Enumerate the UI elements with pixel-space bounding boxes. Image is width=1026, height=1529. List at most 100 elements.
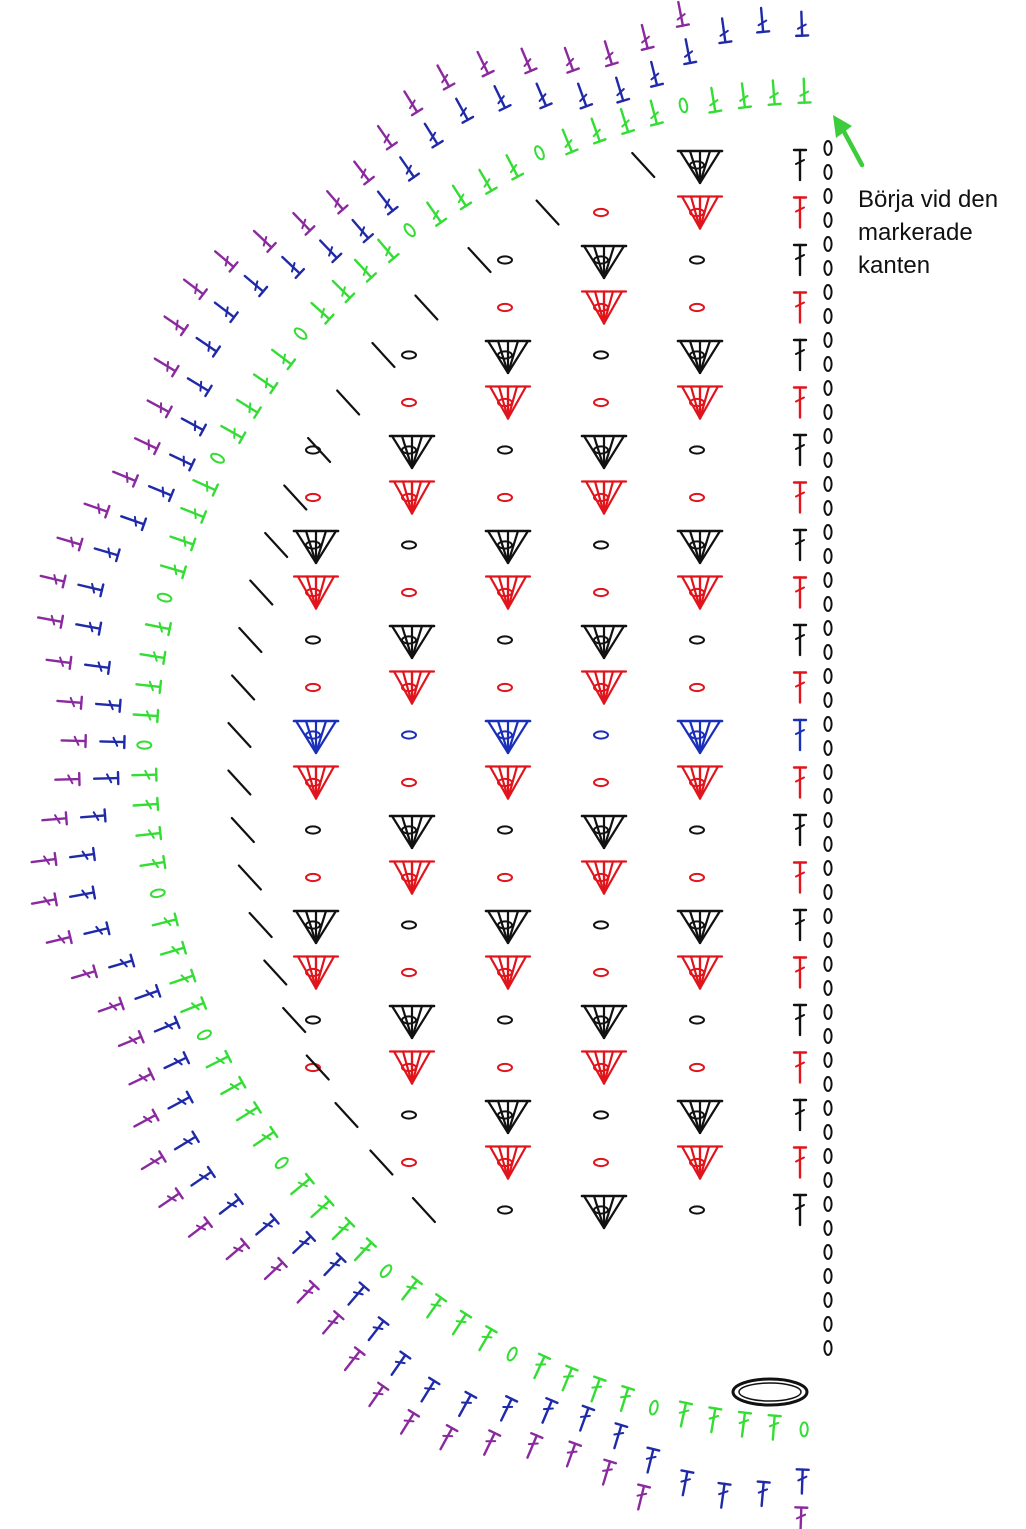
chain-stitch xyxy=(594,1016,608,1023)
fan-cluster xyxy=(294,767,338,799)
start-markers xyxy=(733,115,862,1405)
treble-stitch xyxy=(153,1017,180,1037)
treble-stitch xyxy=(794,1148,806,1178)
treble-stitch xyxy=(420,121,443,148)
treble-stitch xyxy=(319,1311,344,1337)
chain-stitch xyxy=(150,888,165,898)
chain-stitch xyxy=(824,837,831,851)
fan-cluster xyxy=(678,197,722,229)
treble-stitch xyxy=(794,530,806,560)
treble-stitch xyxy=(645,99,663,125)
pattern-row xyxy=(265,530,806,563)
treble-stitch xyxy=(179,997,206,1017)
chain-stitch xyxy=(690,684,704,691)
treble-stitch xyxy=(794,768,806,798)
treble-stitch xyxy=(83,498,110,517)
treble-stitch xyxy=(451,96,473,123)
treble-stitch xyxy=(496,1396,517,1423)
treble-stitch xyxy=(234,395,261,418)
fan-cluster xyxy=(678,1147,722,1179)
treble-stitch xyxy=(159,942,185,960)
chain-stitch xyxy=(690,494,704,501)
treble-stitch xyxy=(756,1482,770,1507)
chain-stitch xyxy=(824,213,831,227)
chain-stitch xyxy=(824,1269,831,1283)
inverted-v-cluster xyxy=(294,911,338,943)
pattern-row xyxy=(250,910,806,943)
treble-stitch xyxy=(529,1354,550,1381)
treble-stitch xyxy=(794,1053,806,1083)
chain-stitch xyxy=(402,1111,416,1118)
pattern-row xyxy=(264,957,806,989)
chain-stitch xyxy=(824,1341,831,1355)
treble-stitch xyxy=(557,1366,577,1393)
fan-cluster xyxy=(582,672,626,704)
chain-stitch xyxy=(402,351,416,358)
treble-stitch xyxy=(798,78,811,102)
chain-stitch xyxy=(824,261,831,275)
chain-stitch xyxy=(824,813,831,827)
chain-stitch xyxy=(402,589,416,596)
chain-stitch xyxy=(498,684,512,691)
inverted-v-cluster xyxy=(582,1196,626,1228)
pattern-row xyxy=(239,625,806,658)
chain-stitch xyxy=(690,1206,704,1213)
chain-stitch xyxy=(594,636,608,643)
treble-stitch xyxy=(794,815,806,845)
treble-stitch xyxy=(223,1239,249,1264)
chain-stitch xyxy=(498,446,512,453)
treble-stitch xyxy=(340,1347,364,1373)
inverted-v-cluster xyxy=(486,1101,530,1133)
chain-stitch xyxy=(306,874,320,881)
chain-stitch xyxy=(690,446,704,453)
fan-cluster xyxy=(678,387,722,419)
treble-stitch xyxy=(145,395,172,417)
treble-stitch xyxy=(117,1031,144,1051)
treble-stitch xyxy=(472,49,493,76)
treble-stitch xyxy=(140,648,166,664)
treble-stitch xyxy=(69,848,94,863)
chain-stitch xyxy=(379,1263,394,1278)
chain-stitch xyxy=(824,357,831,371)
treble-stitch xyxy=(373,188,397,214)
treble-stitch xyxy=(61,734,85,747)
chain-stitch xyxy=(402,826,416,833)
chain-stitch xyxy=(306,921,320,928)
treble-stitch xyxy=(166,1092,193,1114)
chain-stitch xyxy=(824,477,831,491)
treble-stitch xyxy=(180,275,206,299)
chain-stitch xyxy=(137,741,151,749)
chain-stitch xyxy=(824,621,831,635)
treble-stitch xyxy=(448,1311,471,1338)
treble-stitch xyxy=(522,1433,542,1460)
chain-stitch xyxy=(824,1053,831,1067)
chain-stitch xyxy=(824,165,831,179)
treble-stitch xyxy=(531,81,551,108)
fan-cluster xyxy=(294,957,338,989)
border-layer xyxy=(31,1,811,1529)
treble-stitch xyxy=(794,293,806,323)
treble-stitch xyxy=(251,370,278,393)
pattern-row xyxy=(337,387,806,419)
chain-stitch xyxy=(824,1077,831,1091)
chain-stitch xyxy=(306,684,320,691)
treble-stitch xyxy=(395,154,419,181)
treble-stitch xyxy=(516,46,536,73)
chain-stitch xyxy=(824,381,831,395)
chain-stitch xyxy=(824,501,831,515)
treble-stitch xyxy=(350,158,374,184)
treble-stitch xyxy=(70,966,96,984)
inverted-v-cluster xyxy=(486,531,530,563)
pattern-row xyxy=(415,292,806,324)
inverted-v-cluster xyxy=(678,151,722,183)
treble-stitch xyxy=(615,107,634,133)
treble-stitch xyxy=(586,1377,605,1404)
treble-stitch xyxy=(794,910,806,940)
treble-stitch xyxy=(448,182,471,209)
chain-stitch xyxy=(824,1245,831,1259)
chain-stitch xyxy=(824,1029,831,1043)
treble-stitch xyxy=(573,82,592,109)
treble-stitch xyxy=(39,570,65,587)
treble-stitch xyxy=(37,612,63,628)
inverted-v-cluster xyxy=(486,911,530,943)
